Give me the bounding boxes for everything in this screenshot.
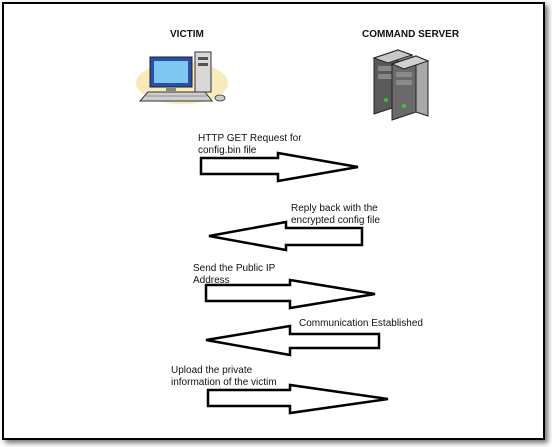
step-label-line: Communication Established — [299, 318, 423, 329]
step-label-reply: Reply back with the encrypted config fil… — [291, 203, 380, 227]
step-label-line: Reply back with the — [291, 203, 378, 214]
step-label-send-ip: Send the Public IP Address — [193, 263, 275, 287]
step-label-line: Address — [193, 275, 230, 286]
desktop-computer-icon — [136, 51, 228, 104]
step-label-line: encrypted config file — [291, 215, 380, 226]
step-label-line: Send the Public IP — [193, 263, 276, 274]
server-tower-icon — [372, 49, 430, 121]
arrow-upload-private-info — [206, 383, 389, 415]
step-label-line: config.bin file — [198, 145, 257, 156]
arrow-communication-established — [205, 324, 381, 357]
step-label-upload: Upload the private information of the vi… — [171, 365, 277, 389]
step-label-line: Upload the private — [171, 365, 253, 376]
arrow-reply-encrypted-config — [208, 220, 364, 252]
victim-title: VICTIM — [170, 29, 204, 40]
step-label-communication: Communication Established — [299, 318, 423, 330]
step-label-line: HTTP GET Request for — [198, 133, 302, 144]
arrow-http-get-request — [199, 151, 359, 183]
step-label-line: information of the victim — [171, 377, 277, 388]
arrow-send-public-ip — [204, 278, 376, 310]
diagram-frame — [2, 2, 545, 440]
step-label-http-get: HTTP GET Request for config.bin file — [198, 133, 302, 157]
command-server-title: COMMAND SERVER — [362, 29, 460, 40]
